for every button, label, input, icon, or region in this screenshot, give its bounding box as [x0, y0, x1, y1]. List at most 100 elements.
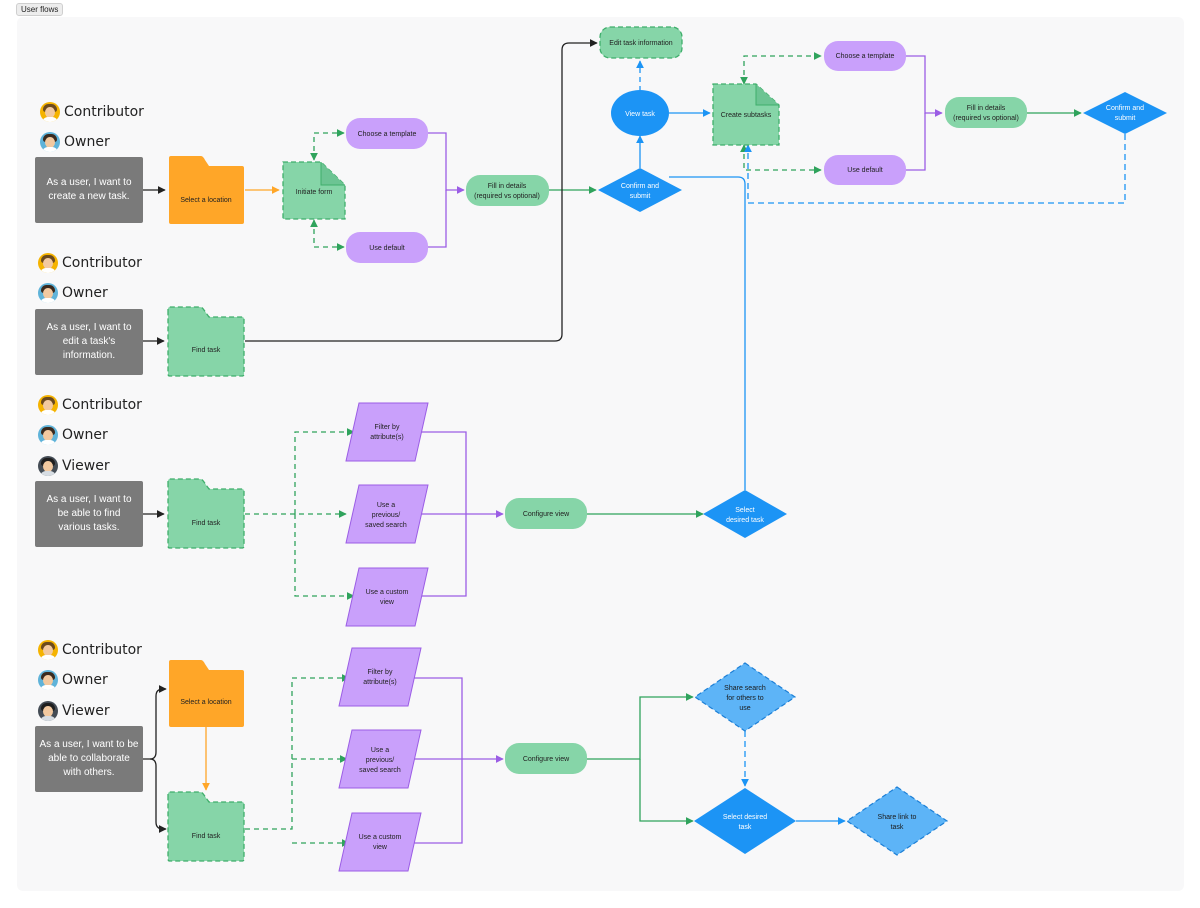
role-owner: Owner [38, 283, 108, 303]
user-story-text: As a user, I want to be able to collabor… [39, 739, 139, 778]
user-story-edit-task[interactable]: As a user, I want to edit a task's infor… [35, 309, 143, 375]
diagram-board [17, 17, 1184, 891]
node-fill-in-details[interactable]: Fill in details (required vs optional) [466, 175, 549, 206]
node-label: (required vs optional) [474, 193, 540, 200]
node-use-default[interactable]: Use default [346, 232, 428, 263]
node-find-task-flow3[interactable]: Find task [167, 478, 245, 549]
node-label: Use a [377, 502, 395, 509]
node-use-custom-view[interactable]: Use a custom view [345, 567, 429, 627]
role-label: Contributor [62, 642, 142, 658]
node-previous-saved-search-flow4[interactable]: Use a previous/ saved search [338, 729, 422, 789]
role-viewer: Viewer [38, 456, 110, 476]
node-label: Use a custom [359, 834, 402, 841]
node-select-location[interactable]: Select a location [169, 156, 244, 224]
node-label: Fill in details [488, 183, 527, 190]
node-edit-task-information[interactable]: Edit task information [599, 26, 683, 59]
node-label: Share link to [878, 814, 917, 821]
node-label: Initiate form [296, 189, 333, 196]
flow3-connectors [143, 176, 746, 600]
role-label: Viewer [62, 458, 110, 474]
node-label: Select a location [180, 699, 231, 706]
node-share-search[interactable]: Share search for others to use [693, 662, 797, 732]
node-configure-view[interactable]: Configure view [505, 498, 587, 529]
user-story-find-tasks[interactable]: As a user, I want to be able to find var… [35, 481, 143, 547]
role-label: Owner [62, 285, 108, 301]
role-label: Owner [62, 427, 108, 443]
node-label: Select a location [180, 197, 231, 204]
node-view-task[interactable]: View task [611, 90, 669, 136]
contributor-avatar-icon [38, 640, 58, 660]
node-label: Edit task information [609, 40, 673, 47]
node-label: view [373, 844, 388, 851]
node-label: for others to [726, 695, 763, 702]
frame-label[interactable]: User flows [16, 3, 64, 16]
role-contributor: Contributor [38, 640, 142, 660]
owner-avatar-icon [38, 283, 58, 303]
user-story-collaborate[interactable]: As a user, I want to be able to collabor… [35, 726, 143, 792]
role-label: Owner [62, 672, 108, 688]
node-label: (required vs optional) [953, 115, 1019, 122]
contributor-avatar-icon [38, 253, 58, 273]
node-filter-by-attributes[interactable]: Filter by attribute(s) [345, 402, 429, 462]
flow2-connectors [143, 39, 598, 345]
node-label: previous/ [366, 757, 394, 764]
node-label: submit [1115, 115, 1136, 122]
node-share-link[interactable]: Share link to task [845, 786, 949, 856]
node-use-custom-view-flow4[interactable]: Use a custom view [338, 812, 422, 872]
node-choose-template[interactable]: Choose a template [346, 118, 428, 149]
node-choose-template-2[interactable]: Choose a template [824, 41, 906, 71]
node-find-task-flow4[interactable]: Find task [167, 791, 245, 862]
flow4-connectors [143, 674, 846, 847]
node-fill-in-details-2[interactable]: Fill in details (required vs optional) [945, 97, 1027, 128]
node-label: submit [630, 193, 651, 200]
node-label: Select [735, 507, 755, 514]
node-select-location-flow4[interactable]: Select a location [169, 660, 244, 727]
node-label: desired task [726, 517, 764, 524]
user-story-create-task[interactable]: As a user, I want to create a new task. [35, 157, 143, 223]
node-label: Find task [192, 520, 221, 527]
role-owner: Owner [38, 670, 108, 690]
viewer-avatar-icon [38, 701, 58, 721]
node-select-desired-task[interactable]: Select desired task [703, 490, 787, 538]
node-label: Use a [371, 747, 389, 754]
node-configure-view-flow4[interactable]: Configure view [505, 743, 587, 774]
node-label: previous/ [372, 512, 400, 519]
node-use-default-2[interactable]: Use default [824, 155, 906, 185]
node-label: Share search [724, 685, 766, 692]
owner-avatar-icon [38, 425, 58, 445]
role-label: Contributor [62, 255, 142, 271]
node-select-desired-task-flow4[interactable]: Select desired task [694, 788, 796, 854]
node-confirm-submit[interactable]: Confirm and submit [598, 168, 682, 212]
node-previous-saved-search[interactable]: Use a previous/ saved search [345, 484, 429, 544]
role-viewer: Viewer [38, 701, 110, 721]
role-contributor: Contributor [38, 253, 142, 273]
role-label: Contributor [64, 104, 144, 120]
node-label: Use default [847, 167, 882, 174]
node-label: Configure view [523, 756, 570, 763]
node-label: Create subtasks [721, 112, 772, 119]
node-label: attribute(s) [370, 434, 403, 441]
role-owner: Owner [38, 425, 108, 445]
user-story-text: As a user, I want to be able to find var… [46, 494, 132, 533]
node-label: attribute(s) [363, 679, 396, 686]
node-label: Confirm and [621, 183, 659, 190]
node-initiate-form[interactable]: Initiate form [282, 161, 346, 220]
node-label: Confirm and [1106, 105, 1144, 112]
node-label: Filter by [368, 669, 393, 676]
node-find-task-flow2[interactable]: Find task [167, 306, 245, 377]
contributor-avatar-icon [40, 102, 60, 122]
node-label: Use default [369, 245, 404, 252]
role-label: Owner [64, 134, 110, 150]
node-filter-by-attributes-flow4[interactable]: Filter by attribute(s) [338, 647, 422, 707]
node-label: Find task [192, 347, 221, 354]
node-label: Filter by [375, 424, 400, 431]
owner-avatar-icon [38, 670, 58, 690]
node-label: view [380, 599, 395, 606]
node-confirm-submit-2[interactable]: Confirm and submit [1083, 92, 1167, 134]
role-label: Viewer [62, 703, 110, 719]
node-create-subtasks[interactable]: Create subtasks [712, 83, 780, 146]
user-story-text: As a user, I want to edit a task's infor… [46, 322, 132, 361]
role-owner: Owner [40, 132, 110, 152]
role-label: Contributor [62, 397, 142, 413]
